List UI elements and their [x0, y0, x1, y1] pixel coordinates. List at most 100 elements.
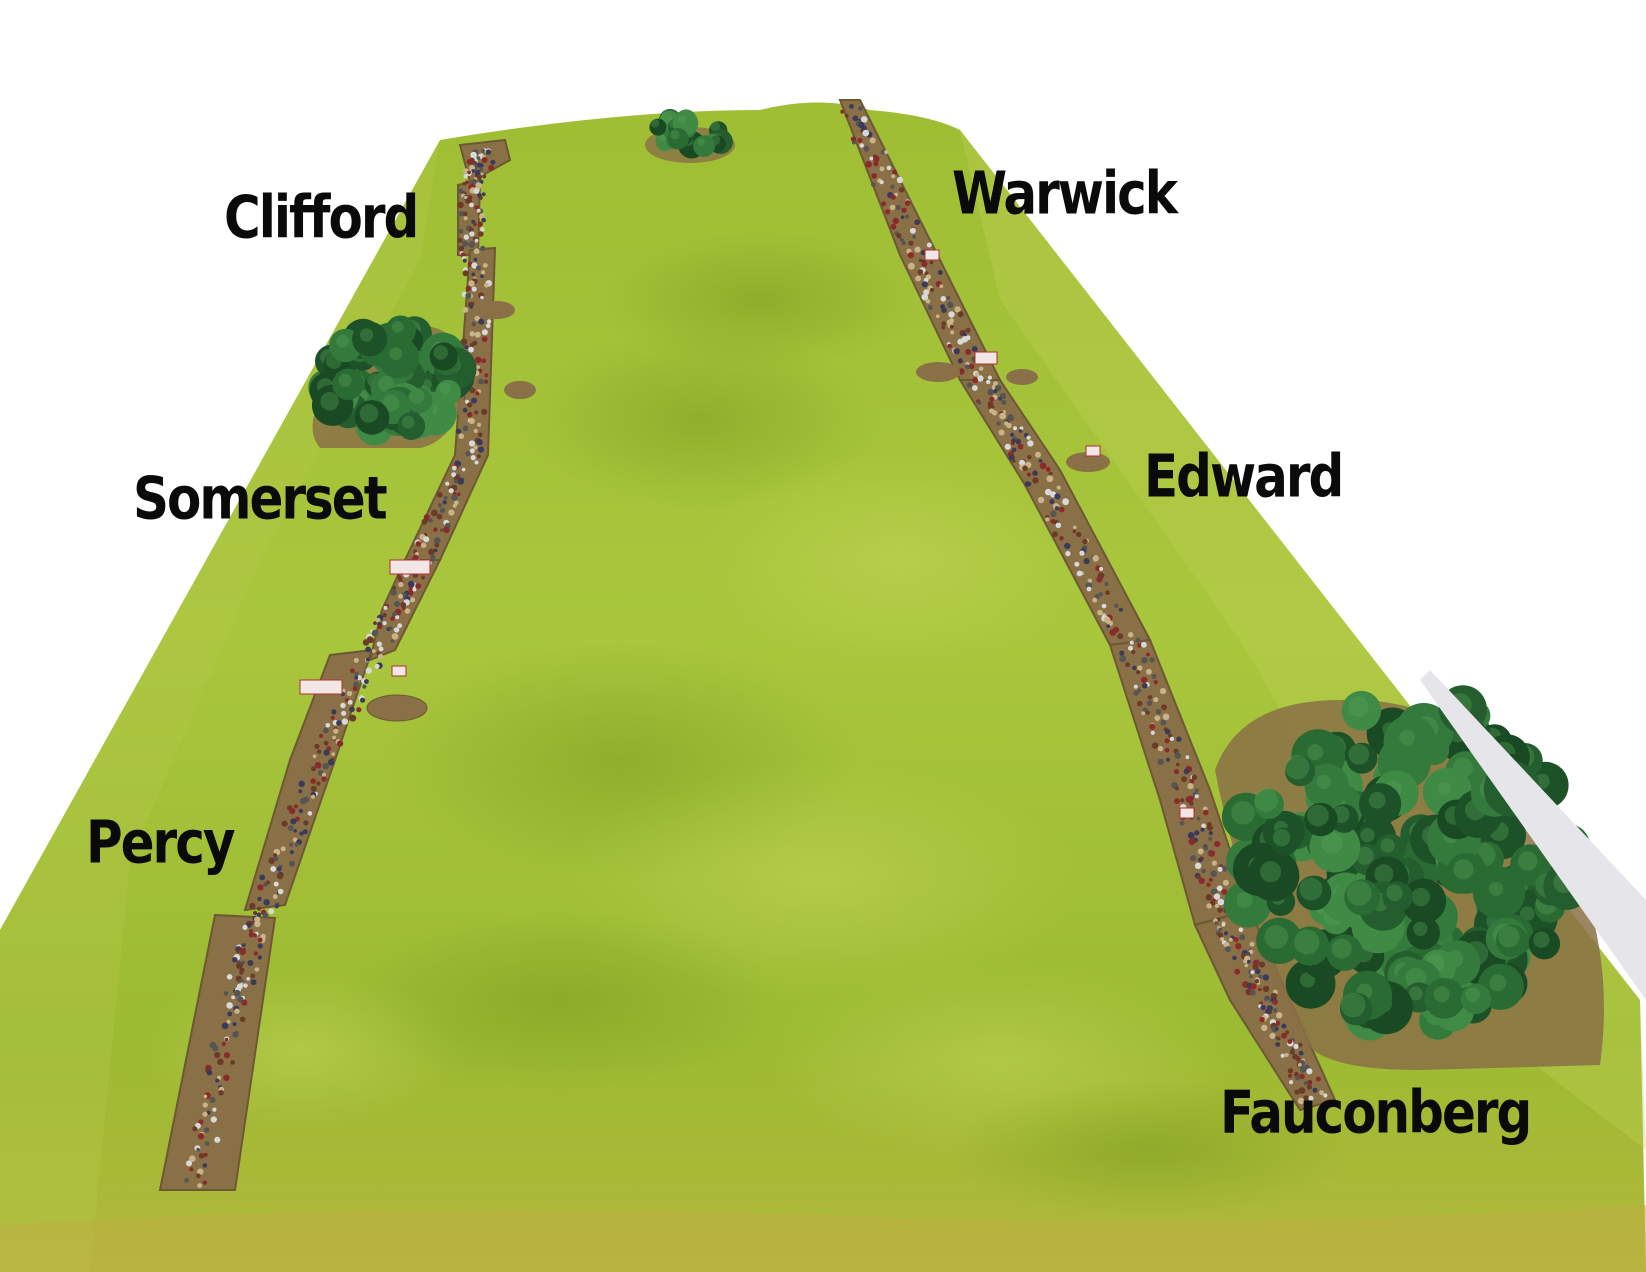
miniature-figure	[1151, 674, 1157, 680]
miniature-figure	[1141, 641, 1147, 648]
miniature-figure	[443, 495, 448, 500]
miniature-figure	[241, 999, 248, 1006]
miniature-figure	[1105, 590, 1110, 595]
miniature-figure	[289, 860, 295, 867]
tree-canopy	[385, 315, 416, 347]
miniature-figure	[197, 1132, 205, 1140]
miniature-figure	[293, 828, 298, 833]
miniature-figure	[310, 778, 317, 784]
miniature-figure	[879, 180, 884, 185]
tree-canopy	[1460, 983, 1492, 1014]
miniature-figure	[354, 671, 359, 676]
miniature-figure	[1250, 989, 1256, 996]
banner-percy	[391, 665, 407, 677]
miniature-figure	[1164, 738, 1170, 744]
miniature-figure	[1264, 1009, 1271, 1015]
miniature-figure	[865, 161, 872, 168]
miniature-figure	[1019, 459, 1026, 466]
tree-highlight	[1533, 931, 1550, 948]
tree-highlight	[378, 376, 395, 393]
miniature-figure	[415, 583, 422, 589]
miniature-figure	[1149, 657, 1155, 663]
miniature-figure	[1045, 466, 1051, 472]
miniature-figure	[873, 155, 880, 163]
miniature-figure	[486, 319, 492, 324]
tree-highlight	[409, 388, 425, 404]
miniature-figure	[479, 167, 484, 172]
miniature-figure	[1299, 1066, 1307, 1073]
tree-canopy	[1341, 690, 1382, 731]
miniature-figure	[1200, 827, 1205, 832]
miniature-figure	[844, 113, 849, 118]
miniature-figure	[394, 601, 401, 607]
tree-highlight	[1331, 938, 1352, 959]
tree-highlight	[1488, 881, 1504, 896]
miniature-figure	[1289, 1049, 1295, 1055]
tree-canopy	[1254, 789, 1284, 819]
miniature-figure	[1142, 682, 1148, 689]
miniature-figure	[340, 702, 346, 709]
tree-highlight	[1272, 829, 1291, 847]
tree-highlight	[1411, 887, 1430, 907]
miniature-figure	[365, 646, 371, 653]
miniature-figure	[949, 324, 954, 329]
miniature-figure	[1137, 643, 1142, 648]
miniature-figure	[950, 330, 955, 335]
miniature-figure	[890, 223, 897, 230]
miniature-figure	[236, 962, 243, 969]
miniature-figure	[461, 240, 469, 247]
miniature-figure	[1015, 438, 1022, 445]
miniature-figure	[849, 104, 854, 109]
miniature-figure	[236, 949, 241, 954]
tree-canopy	[1340, 992, 1373, 1026]
miniature-figure	[469, 202, 474, 208]
miniature-figure	[1194, 794, 1199, 799]
miniature-figure	[314, 762, 322, 769]
miniature-figure	[1211, 860, 1217, 866]
tree-highlight	[1254, 788, 1278, 812]
miniature-figure	[224, 1037, 229, 1042]
miniature-figure	[1294, 1089, 1300, 1095]
miniature-figure	[939, 284, 944, 289]
label-somerset: Somerset	[133, 464, 388, 533]
miniature-figure	[971, 346, 978, 353]
miniature-figure	[1137, 665, 1143, 671]
yorkist-battle-line	[838, 99, 1337, 1112]
miniature-figure	[212, 1045, 219, 1052]
miniature-figure	[249, 902, 256, 910]
miniature-figure	[476, 208, 481, 213]
miniature-figure	[423, 536, 430, 543]
miniature-figure	[1262, 985, 1270, 993]
tree-highlight	[1489, 974, 1507, 992]
miniature-figure	[390, 639, 395, 643]
tree-highlight	[1348, 744, 1370, 765]
miniature-figure	[947, 343, 952, 349]
banner-edward	[1085, 445, 1101, 457]
miniature-figure	[1018, 429, 1023, 433]
miniature-figure	[1221, 922, 1226, 927]
miniature-figure	[972, 377, 979, 384]
label-fauconberg: Fauconberg	[1220, 1078, 1532, 1147]
miniature-figure	[483, 379, 489, 384]
miniature-figure	[404, 608, 411, 614]
miniature-figure	[1234, 968, 1241, 975]
miniature-figure	[341, 710, 347, 716]
tree-highlight	[359, 328, 374, 342]
miniature-figure	[448, 509, 455, 516]
miniature-figure	[1262, 974, 1270, 981]
miniature-figure	[965, 327, 971, 333]
tree-highlight	[670, 130, 680, 140]
label-warwick: Warwick	[952, 159, 1178, 228]
miniature-figure	[247, 960, 254, 966]
miniature-figure	[270, 866, 277, 872]
miniature-figure	[909, 227, 916, 234]
miniature-figure	[1086, 586, 1092, 592]
miniature-figure	[368, 637, 374, 644]
tree-canopy	[1285, 756, 1316, 787]
miniature-figure	[409, 597, 416, 603]
miniature-figure	[1214, 921, 1218, 925]
miniature-figure	[1059, 506, 1065, 513]
miniature-figure	[953, 348, 960, 355]
miniature-figure	[1223, 931, 1229, 936]
miniature-figure	[964, 364, 970, 370]
